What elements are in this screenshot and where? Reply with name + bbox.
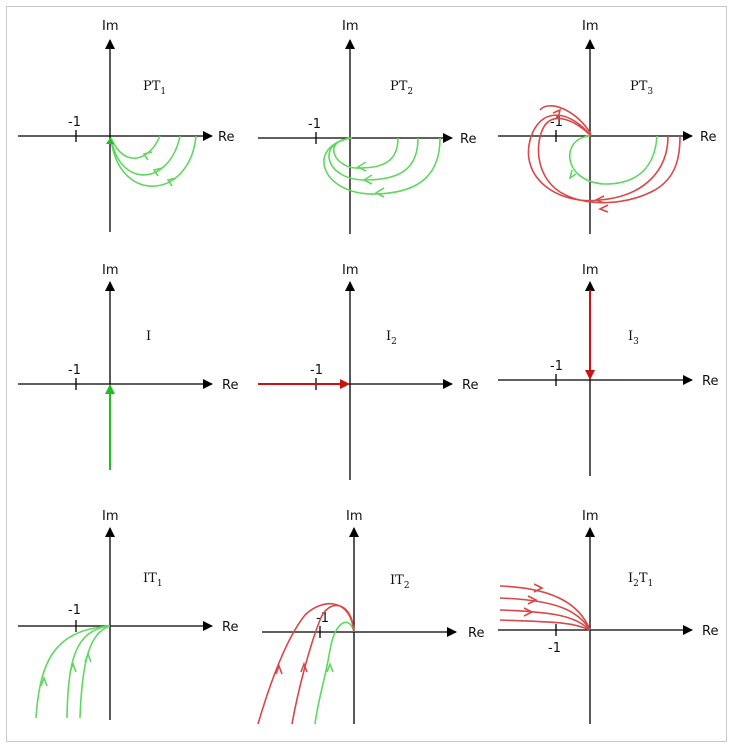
panel-it1: -1 Re Im IT1 bbox=[18, 509, 238, 720]
re-label: Re bbox=[222, 620, 238, 635]
im-label: Im bbox=[582, 19, 599, 34]
re-label: Re bbox=[702, 624, 718, 639]
locus-curve bbox=[323, 137, 441, 195]
locus-curve bbox=[110, 135, 161, 159]
im-label: Im bbox=[346, 509, 363, 524]
im-label: Im bbox=[102, 509, 119, 524]
locus-curve bbox=[499, 609, 591, 631]
panel-pt2: -1 Re Im PT2 bbox=[258, 19, 476, 234]
re-label: Re bbox=[218, 130, 234, 145]
panel-title: PT2 bbox=[390, 79, 413, 97]
locus-curve bbox=[314, 621, 355, 725]
minus-one-label: -1 bbox=[68, 363, 81, 378]
origin-arrow bbox=[340, 379, 350, 389]
re-label: Re bbox=[460, 132, 476, 147]
locus-curve bbox=[257, 603, 355, 725]
arrow-mark bbox=[40, 675, 48, 687]
minus-one-label: -1 bbox=[548, 641, 561, 656]
locus-curve bbox=[568, 135, 658, 185]
arrow-mark bbox=[356, 161, 367, 172]
locus-curve bbox=[79, 625, 111, 719]
minus-one-label: -1 bbox=[310, 363, 323, 378]
arrow-mark bbox=[166, 177, 177, 187]
locus-curve bbox=[110, 135, 181, 176]
panel-i2t1: -1 Re Im I2T1 bbox=[498, 509, 718, 724]
arrow-mark bbox=[142, 151, 153, 161]
im-label: Im bbox=[342, 263, 359, 278]
arrow-mark bbox=[527, 595, 538, 605]
re-label: Re bbox=[468, 626, 484, 641]
panel-title: PT1 bbox=[143, 79, 166, 97]
arrow-mark bbox=[523, 607, 534, 617]
arrow-mark bbox=[326, 661, 334, 673]
locus-curve bbox=[539, 105, 592, 135]
locus-curve bbox=[499, 585, 591, 631]
locus-curve bbox=[499, 597, 591, 631]
panel-title: I2T1 bbox=[628, 571, 653, 589]
locus-curve bbox=[328, 137, 419, 181]
arrow-mark bbox=[568, 169, 577, 180]
arrow-mark bbox=[533, 583, 544, 593]
panel-title: I2 bbox=[386, 329, 397, 347]
locus-curve bbox=[110, 135, 197, 187]
origin-arrow bbox=[585, 370, 595, 380]
arrow-mark bbox=[84, 651, 92, 663]
im-label: Im bbox=[102, 263, 119, 278]
locus-curve bbox=[35, 625, 111, 719]
panel-title: IT2 bbox=[390, 573, 410, 591]
re-label: Re bbox=[462, 378, 478, 393]
minus-one-label: -1 bbox=[550, 359, 563, 374]
minus-one-label: -1 bbox=[308, 117, 321, 132]
locus-curve bbox=[66, 625, 111, 719]
panel-title: IT1 bbox=[143, 571, 163, 589]
im-label: Im bbox=[342, 19, 359, 34]
minus-one-label: -1 bbox=[68, 603, 81, 618]
arrow-mark bbox=[300, 661, 308, 673]
panel-pt1: -1 Re Im PT1 bbox=[18, 19, 234, 232]
minus-one-label: -1 bbox=[550, 115, 563, 130]
origin-arrow bbox=[105, 384, 115, 394]
arrow-mark bbox=[152, 167, 163, 177]
im-label: Im bbox=[582, 509, 599, 524]
origin-arrow bbox=[106, 138, 114, 144]
locus-curve bbox=[333, 137, 399, 169]
im-label: Im bbox=[582, 263, 599, 278]
locus-curve bbox=[527, 114, 669, 202]
re-label: Re bbox=[222, 378, 238, 393]
panel-i3: -1 Re Im I3 bbox=[498, 263, 718, 476]
re-label: Re bbox=[700, 130, 716, 145]
locus-curve bbox=[499, 619, 591, 631]
minus-one-label: -1 bbox=[68, 115, 81, 130]
figure-frame bbox=[6, 6, 727, 742]
arrow-mark bbox=[275, 663, 283, 675]
arrow-mark bbox=[362, 174, 373, 185]
arrow-mark bbox=[598, 204, 609, 213]
panel-title: I bbox=[146, 329, 151, 344]
arrow-mark bbox=[69, 661, 77, 673]
re-label: Re bbox=[702, 374, 718, 389]
panel-title: PT3 bbox=[630, 79, 653, 97]
panel-pt3: -1 Re Im PT3 bbox=[498, 19, 716, 234]
panel-title: I3 bbox=[628, 329, 639, 347]
arrow-mark bbox=[594, 195, 605, 204]
panel-i: -1 Re Im I bbox=[18, 263, 238, 470]
panel-it2: -1 Re Im IT2 bbox=[257, 509, 484, 725]
arrow-mark bbox=[374, 187, 385, 198]
locus-curve bbox=[537, 117, 681, 204]
im-label: Im bbox=[102, 19, 119, 34]
arrow-mark bbox=[552, 108, 562, 119]
panel-i2: -1 Re Im I2 bbox=[258, 263, 478, 480]
